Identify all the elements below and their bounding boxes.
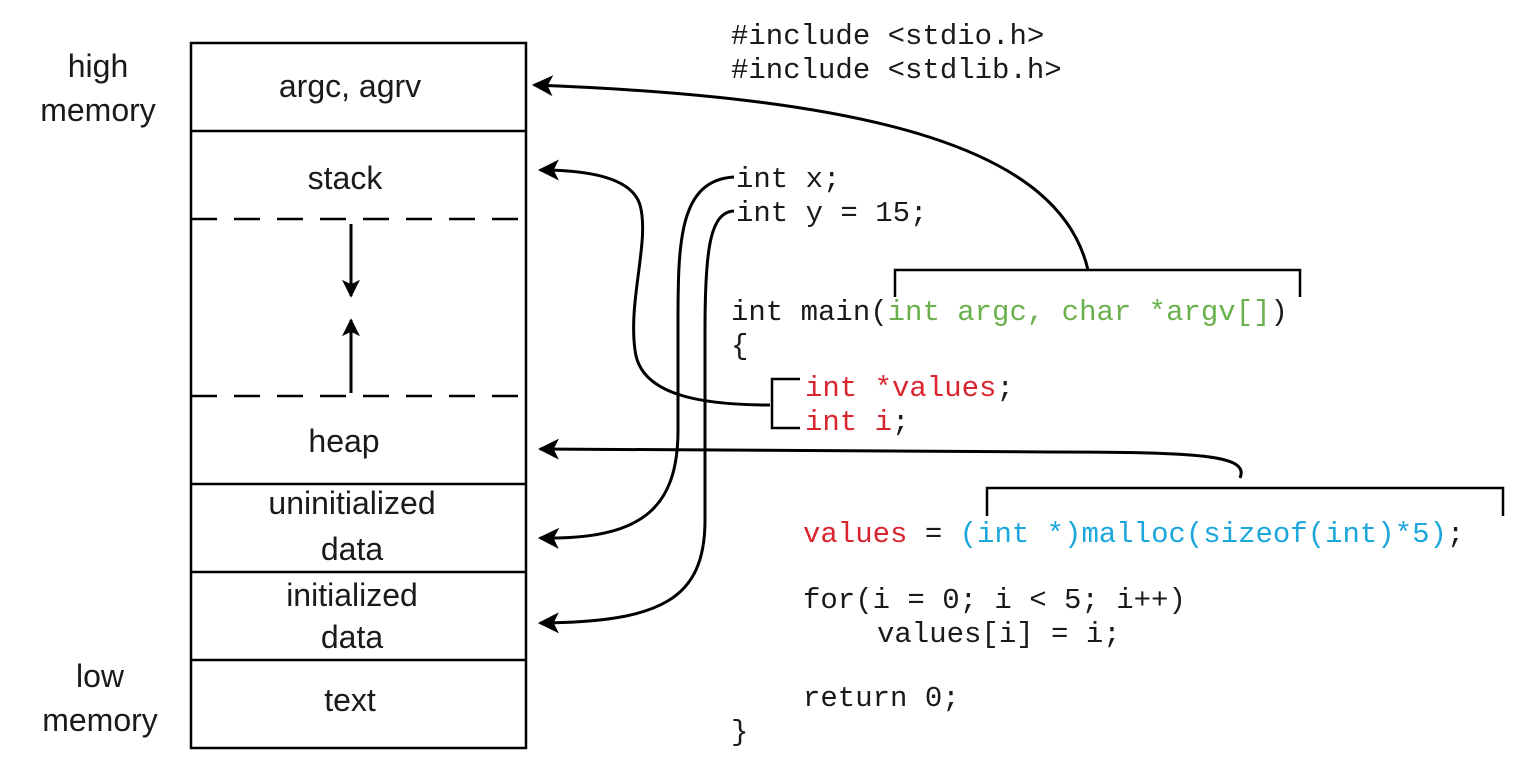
code-malloc-line: values = (int *)malloc(sizeof(int)*5); [803,518,1464,551]
segment-init-label-2: data [321,619,383,655]
segment-uninit-label-2: data [321,531,383,567]
low-memory-label-2: memory [42,702,158,738]
code-main-prefix: int main( [731,296,888,329]
code-values-lhs: values [803,518,907,551]
source-code: #include <stdio.h> #include <stdlib.h> i… [731,20,1464,749]
malloc-bracket [985,486,1505,516]
stack-locals-arrow [537,159,771,407]
code-brace-open: { [731,330,748,363]
code-i-decl-red: int i [805,406,892,439]
high-memory-label-2: memory [40,92,156,128]
init-data-arrow [537,209,735,634]
code-malloc-semicolon: ; [1447,518,1464,551]
argv-bracket [893,268,1302,297]
code-return-line: return 0; [803,682,960,715]
locals-bracket [770,377,800,430]
segment-args-label: argc, agrv [279,68,421,104]
code-main-signature: int main(int argc, char *argv[]) [731,296,1288,329]
high-memory-label-1: high [68,48,129,84]
code-int-y: int y = 15; [736,197,927,230]
code-values-decl-semicolon: ; [996,372,1013,405]
code-include-stdlib: #include <stdlib.h> [731,54,1062,87]
code-loop-body: values[i] = i; [877,618,1121,651]
low-memory-label-1: low [76,658,125,694]
code-malloc-expr: (int *)malloc(sizeof(int)*5) [960,518,1447,551]
code-assign-op: = [907,518,959,551]
uninit-data-arrow [537,175,735,549]
segment-uninit-label-1: uninitialized [268,485,435,521]
segment-init-label-1: initialized [286,577,418,613]
code-brace-close: } [731,716,748,749]
code-i-decl-semicolon: ; [892,406,909,439]
segment-heap-label: heap [308,423,379,459]
code-main-suffix: ) [1271,296,1288,329]
code-values-decl: int *values; [805,372,1014,405]
code-main-params: int argc, char *argv[] [888,296,1271,329]
heap-arrow [537,438,1243,479]
code-i-decl: int i; [805,406,909,439]
code-values-decl-red: int *values [805,372,996,405]
segment-stack-label: stack [308,160,384,196]
code-int-x: int x; [736,163,840,196]
segment-text-label: text [324,682,376,718]
args-arrow [531,75,1090,271]
code-for-line: for(i = 0; i < 5; i++) [803,584,1186,617]
code-include-stdio: #include <stdio.h> [731,20,1044,53]
